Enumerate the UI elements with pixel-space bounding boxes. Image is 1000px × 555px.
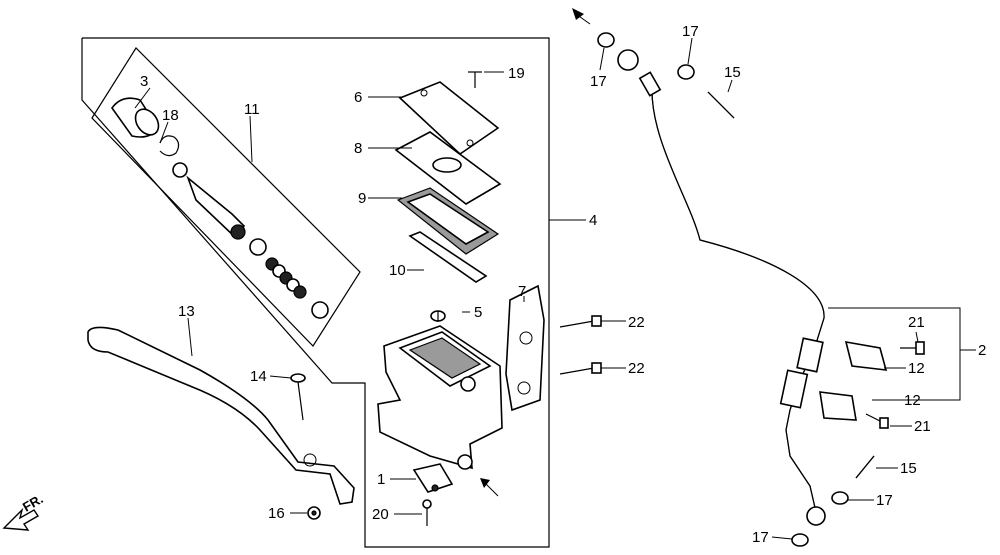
label-3: 3	[140, 73, 148, 90]
assembly-direction-arrow	[480, 478, 490, 488]
pivot-bolt-part	[290, 373, 306, 421]
reservoir-cap-part	[398, 81, 500, 156]
label-11: 11	[244, 101, 260, 118]
banjo-bolts	[707, 91, 875, 479]
label-21a: 21	[908, 314, 925, 331]
boot-part	[111, 97, 160, 138]
label-12a: 12	[908, 360, 925, 377]
label-16: 16	[268, 505, 285, 522]
label-15a: 15	[724, 64, 741, 81]
label-19: 19	[508, 65, 525, 82]
label-22a: 22	[628, 314, 645, 331]
label-1: 1	[377, 471, 385, 488]
piston-part	[172, 162, 267, 256]
label-20: 20	[372, 506, 389, 523]
up-direction-arrow	[572, 8, 584, 20]
part-labels: 3 18 11 6 19 8 9 10 5 4 7 22 22 1 20 13 …	[140, 23, 986, 546]
label-18: 18	[162, 107, 179, 124]
piston-kit-box	[91, 47, 361, 347]
label-8: 8	[354, 140, 362, 157]
label-17c: 17	[876, 492, 893, 509]
brake-hose-part	[651, 85, 825, 513]
brake-switches	[819, 340, 888, 421]
label-9: 9	[358, 190, 366, 207]
switch-screw-part	[422, 499, 432, 526]
plate-part	[394, 131, 502, 205]
label-13: 13	[178, 303, 195, 320]
label-6: 6	[354, 89, 362, 106]
circlip-part	[159, 135, 180, 157]
master-cylinder-body	[377, 325, 503, 470]
end-cup-part	[311, 301, 329, 319]
label-14: 14	[250, 368, 267, 385]
label-12b: 12	[904, 392, 921, 409]
sealing-washers	[597, 32, 849, 547]
label-4: 4	[589, 212, 597, 229]
label-5: 5	[474, 304, 482, 321]
front-direction-label: FR.	[20, 491, 46, 514]
label-10: 10	[389, 262, 406, 279]
holder-bolts	[559, 315, 602, 375]
brake-lever-part	[87, 326, 355, 505]
label-17a: 17	[590, 73, 607, 90]
switch-part	[412, 463, 454, 493]
cap-screw-part	[468, 71, 482, 88]
label-21b: 21	[914, 418, 931, 435]
label-15b: 15	[900, 460, 917, 477]
float-part	[408, 231, 488, 283]
front-direction-indicator: FR.	[2, 491, 46, 531]
holder-part	[505, 284, 545, 412]
label-22b: 22	[628, 360, 645, 377]
pivot-nut-part	[307, 506, 321, 520]
hose-fittings	[617, 49, 826, 526]
label-2: 2	[978, 342, 986, 359]
switch-bolts	[865, 341, 925, 429]
leader-lines	[134, 13, 976, 540]
diaphragm-part	[396, 187, 500, 255]
label-7: 7	[518, 283, 526, 300]
label-17d: 17	[752, 529, 769, 546]
spring-part	[265, 257, 307, 299]
label-17b: 17	[682, 23, 699, 40]
reservoir-screw-part	[430, 310, 446, 322]
master-cylinder-assembly-outline	[81, 37, 550, 548]
